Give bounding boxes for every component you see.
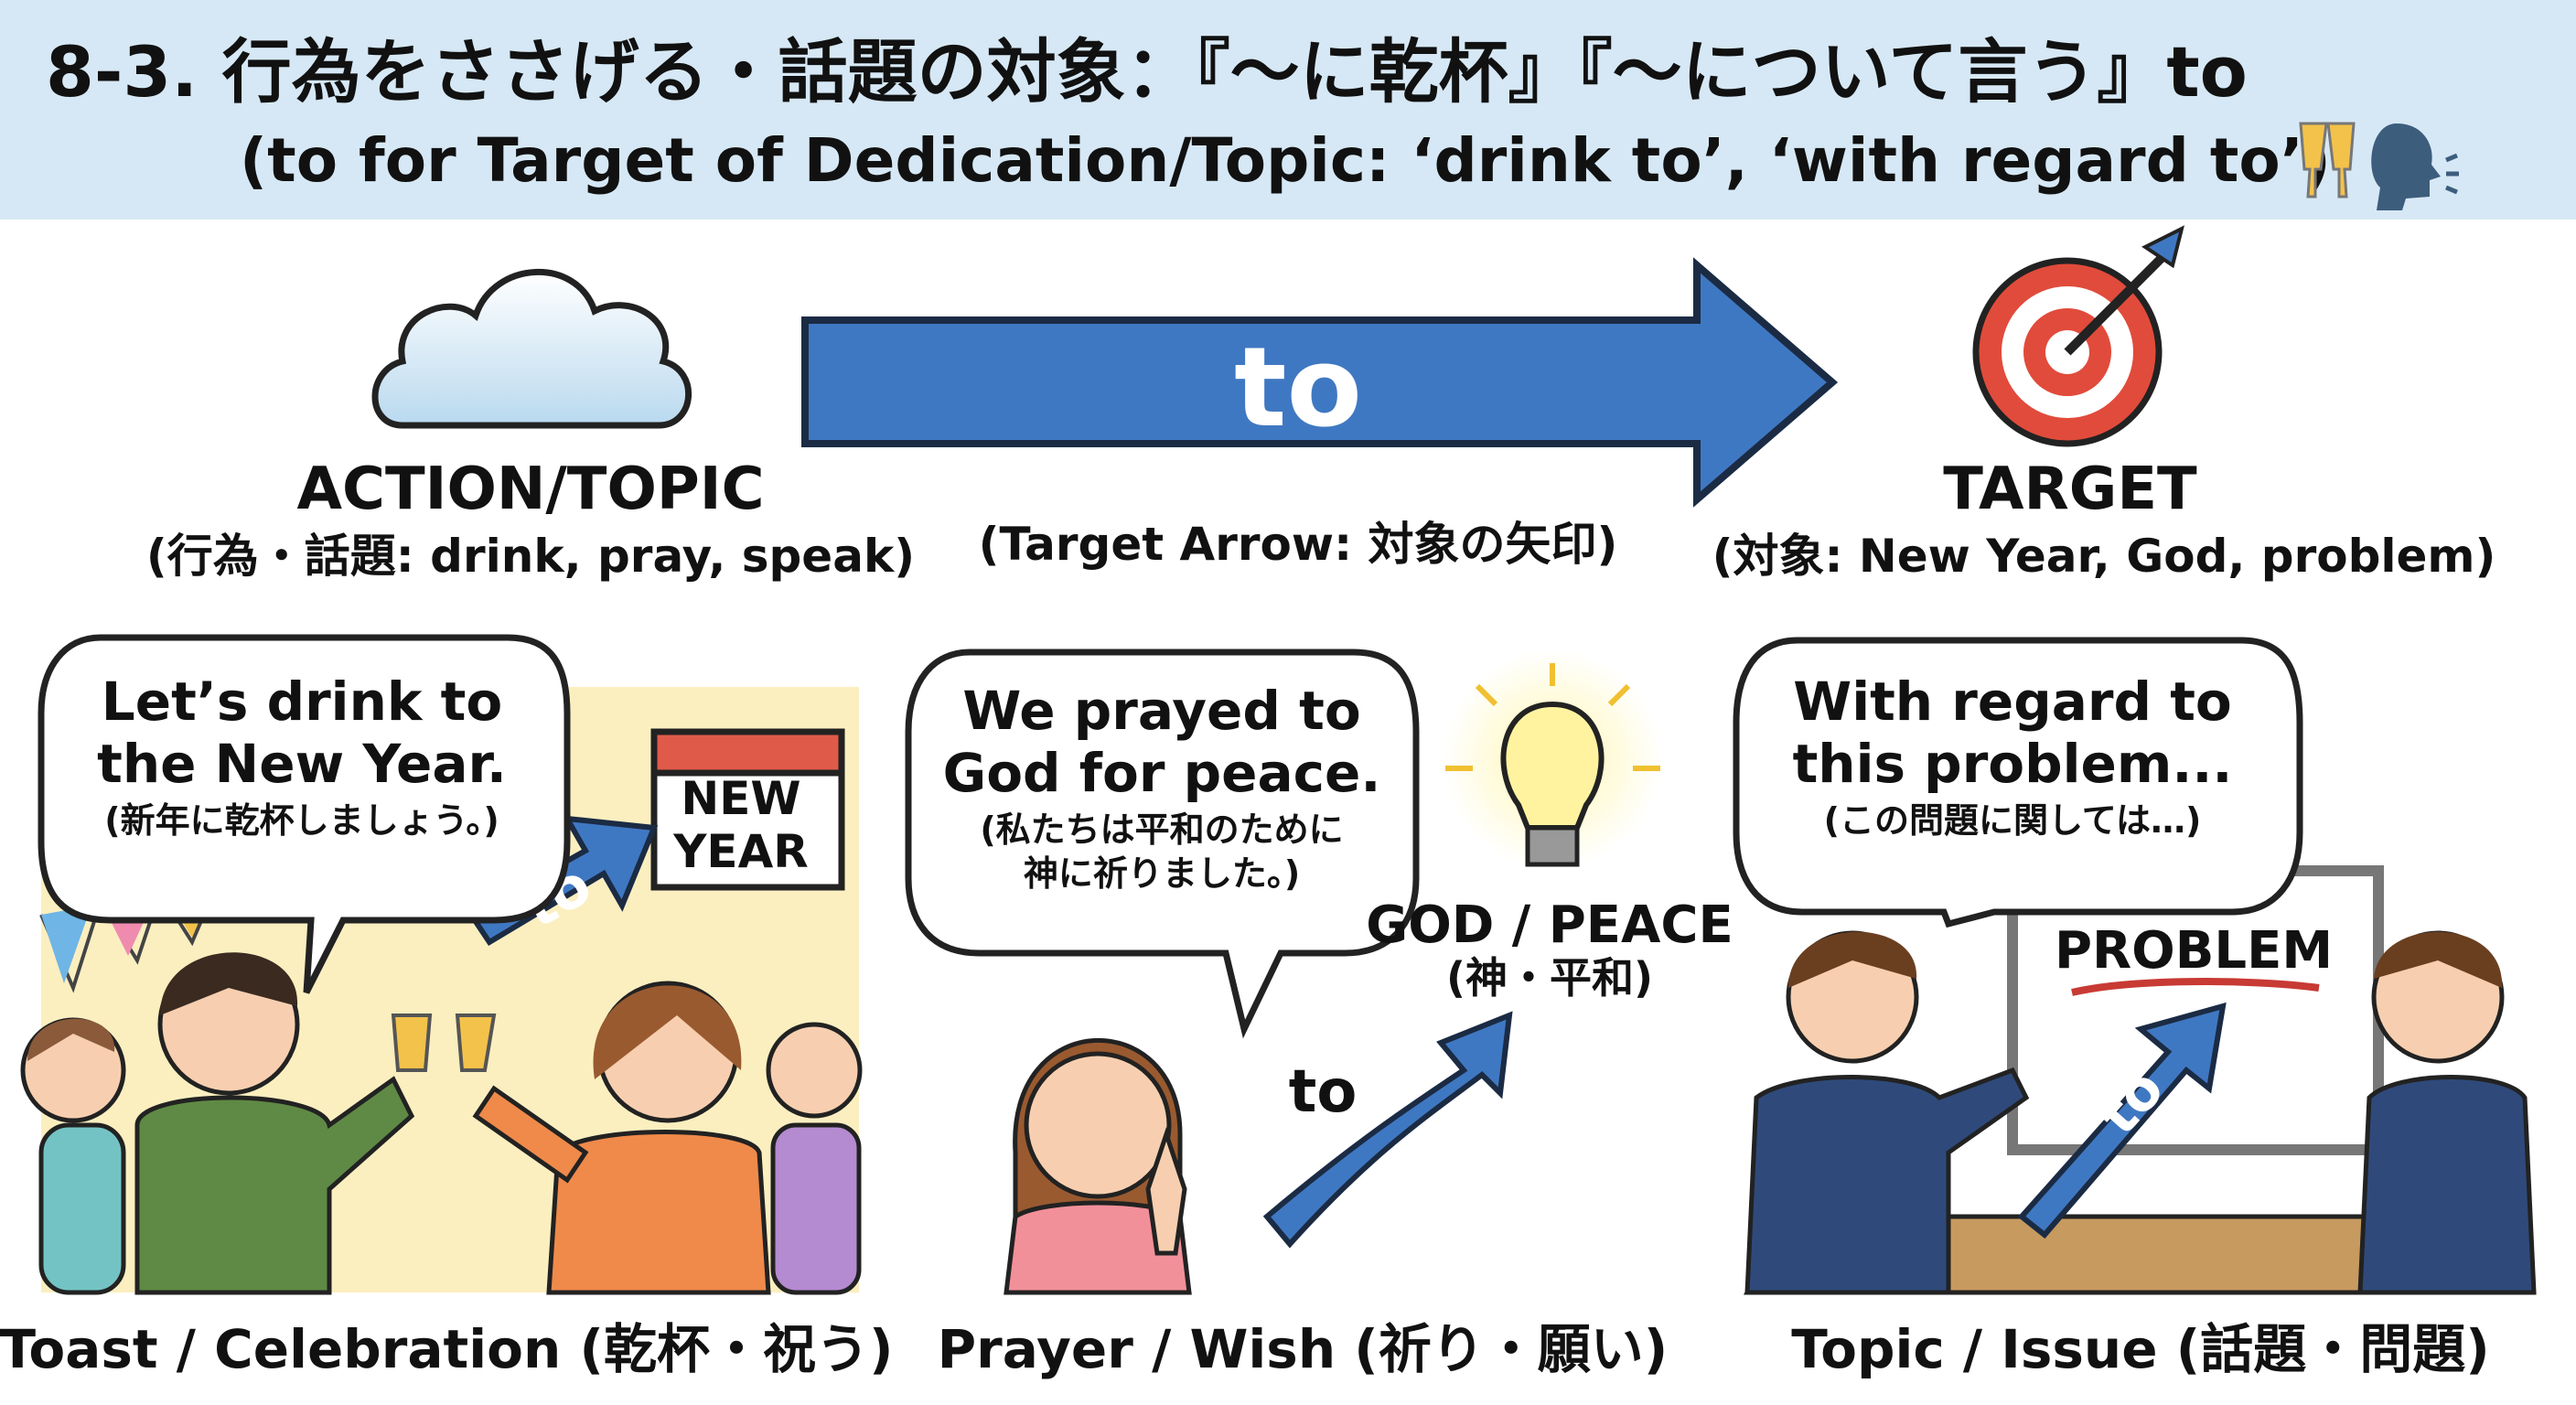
whiteboard-text: PROBLEM bbox=[2055, 921, 2333, 981]
speech-toast-line-2: the New Year. bbox=[97, 733, 507, 795]
caption-toast: Toast / Celebration (乾杯・祝う) bbox=[0, 1318, 894, 1380]
header-band bbox=[0, 0, 2576, 220]
prayer-arrow-label: to bbox=[1289, 1058, 1358, 1126]
speech-toast-line-1: Let’s drink to bbox=[102, 670, 502, 733]
bunting bbox=[39, 877, 221, 993]
caption-topic: Topic / Issue (話題・問題) bbox=[1791, 1318, 2490, 1380]
arrow-sub: (Target Arrow: 対象の矢印) bbox=[979, 518, 1618, 571]
source-sub: (行為・話題: drink, pray, speak) bbox=[146, 530, 915, 583]
speech-bubble-prayer bbox=[905, 649, 1420, 1039]
speaking-head-icon bbox=[2371, 123, 2459, 210]
speech-prayer-ja-1: (私たちは平和のために bbox=[980, 810, 1343, 850]
speech-topic-line-1: With regard to bbox=[1793, 670, 2232, 733]
target-icon bbox=[1972, 225, 2184, 447]
lightbulb-icon bbox=[1443, 649, 1662, 869]
arrow-label: to bbox=[1234, 325, 1362, 452]
target-arrow bbox=[801, 257, 1839, 508]
clinking-glasses-icon bbox=[2299, 122, 2356, 198]
praying-woman bbox=[1004, 1037, 1192, 1295]
topic-arrow bbox=[2017, 1002, 2227, 1239]
speech-toast-ja: (新年に乾杯しましょう。) bbox=[104, 800, 499, 841]
speech-topic-ja: (この問題に関しては…) bbox=[1824, 800, 2202, 841]
speech-bubble-toast bbox=[38, 634, 571, 994]
speech-prayer-line-2: God for peace. bbox=[943, 742, 1381, 804]
caption-prayer: Prayer / Wish (祈り・願い) bbox=[938, 1318, 1669, 1380]
businessmen bbox=[1744, 930, 2537, 1295]
target-sub: (対象: New Year, God, problem) bbox=[1712, 530, 2496, 583]
speech-topic-line-2: this problem... bbox=[1793, 733, 2233, 795]
page-title: 8-3. 行為をささげる・話題の対象：『〜に乾杯』『〜について言う』to bbox=[46, 31, 2248, 113]
page-subtitle: (to for Target of Dedication/Topic: ‘dri… bbox=[240, 125, 2331, 196]
speech-bubble-topic bbox=[1733, 637, 2303, 928]
people-toasting bbox=[20, 952, 863, 1295]
cloud-icon bbox=[371, 268, 692, 429]
god-peace-label: GOD / PEACE bbox=[1366, 896, 1733, 955]
calendar-text-2: YEAR bbox=[672, 825, 809, 878]
prayer-arrow bbox=[1262, 1011, 1513, 1249]
calendar-text-1: NEW bbox=[681, 772, 800, 825]
target-label: TARGET bbox=[1943, 456, 2197, 523]
whiteboard bbox=[2007, 865, 2384, 1155]
god-peace-sub: (神・平和) bbox=[1446, 953, 1653, 1003]
panel-topic: PROBLEM to With regard to this problem..… bbox=[1733, 637, 2537, 1380]
speech-prayer-line-1: We prayed to bbox=[962, 680, 1360, 742]
panel-prayer: We prayed to God for peace. (私たちは平和のために … bbox=[905, 649, 1733, 1380]
panel-toast: NEW YEAR to Let’s drink to the New Year.… bbox=[0, 634, 894, 1380]
speech-prayer-ja-2: 神に祈りました。) bbox=[1024, 853, 1300, 894]
source-label: ACTION/TOPIC bbox=[296, 456, 764, 523]
calendar-icon: NEW YEAR bbox=[650, 728, 845, 891]
